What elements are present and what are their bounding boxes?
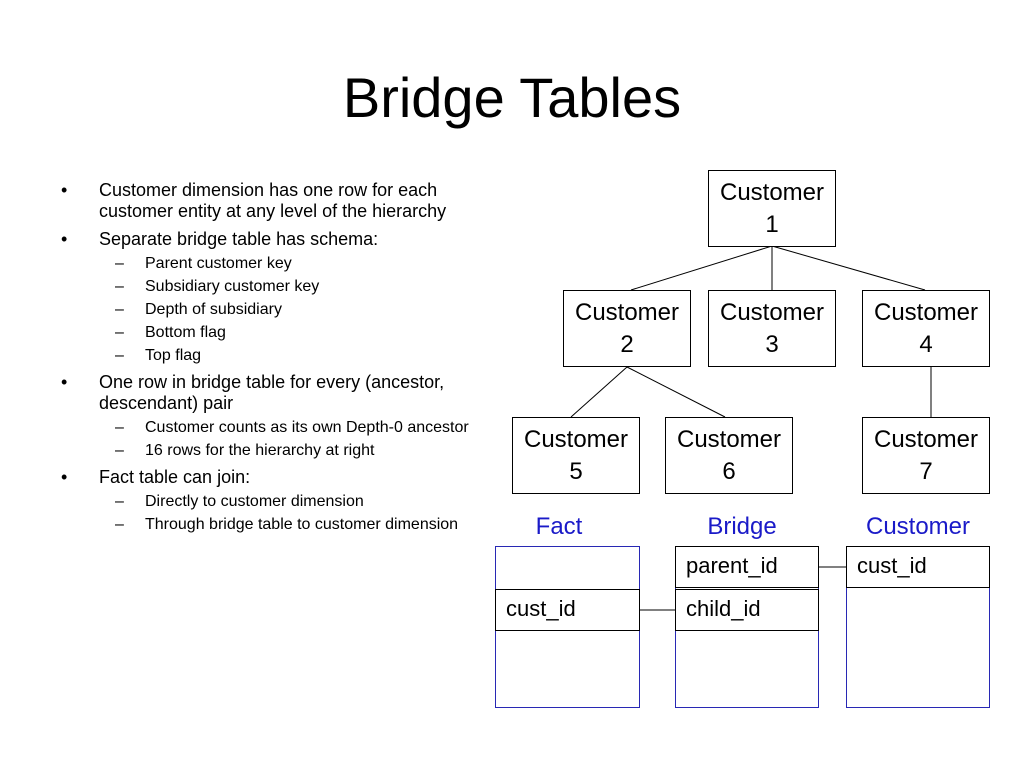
customer-table-label: Customer: [865, 513, 971, 540]
sub-bullet-text: Top flag: [145, 347, 202, 364]
sub-bullet-item: – Parent customer key: [58, 254, 478, 273]
bullet-text: One row in bridge table for every (ances…: [99, 372, 445, 413]
customer-node-1: Customer 1: [708, 170, 836, 247]
fact-table-label: Fact: [535, 513, 583, 540]
sub-bullet-item: – Through bridge table to customer dimens…: [58, 515, 478, 534]
sub-bullet-item: – Bottom flag: [58, 323, 478, 342]
sub-bullet-text: Directly to customer dimension: [145, 493, 364, 510]
edge-1-4: [771, 245, 926, 291]
sub-bullet-mark: –: [115, 493, 124, 510]
fact-table: cust_id: [495, 546, 640, 708]
sub-bullet-mark: –: [115, 347, 124, 364]
bullet-item: • Customer dimension has one row for eac…: [58, 180, 478, 222]
sub-bullet-mark: –: [115, 278, 124, 295]
sub-bullet-item: – Top flag: [58, 346, 478, 365]
slide-title: Bridge Tables: [342, 66, 682, 129]
bullet-mark: •: [61, 180, 68, 200]
bridge-parent-id-cell: parent_id: [675, 546, 819, 588]
customer-node-2: Customer 2: [563, 290, 691, 367]
customer-node-3: Customer 3: [708, 290, 836, 367]
customer-node-7: Customer 7: [862, 417, 990, 494]
bullet-item: • Separate bridge table has schema: – Par…: [58, 229, 478, 365]
node-number: 3: [765, 331, 779, 358]
sub-bullet-item: – Subsidiary customer key: [58, 277, 478, 296]
node-number: 4: [919, 331, 933, 358]
node-label: Customer: [719, 179, 825, 206]
bullet-text: Separate bridge table has schema:: [99, 229, 379, 249]
node-number: 6: [722, 458, 736, 485]
sub-bullet-item: – Customer counts as its own Depth-0 ance…: [58, 418, 478, 437]
node-number: 7: [919, 458, 933, 485]
customer-node-4: Customer 4: [862, 290, 990, 367]
sub-bullet-mark: –: [115, 255, 124, 272]
node-label: Customer: [676, 426, 782, 453]
customer-node-5: Customer 5: [512, 417, 640, 494]
bullet-text: Fact table can join:: [99, 467, 251, 487]
sub-bullet-item: – Depth of subsidiary: [58, 300, 478, 319]
sub-bullet-mark: –: [115, 516, 124, 533]
sub-bullet-text: 16 rows for the hierarchy at right: [145, 442, 375, 459]
customer-cust-id-cell: cust_id: [846, 546, 990, 588]
node-label: Customer: [719, 299, 825, 326]
bullet-mark: •: [61, 372, 68, 392]
node-number: 2: [620, 331, 634, 358]
node-number: 1: [765, 211, 779, 238]
edge-2-5: [570, 366, 628, 418]
sub-bullet-mark: –: [115, 442, 124, 459]
node-label: Customer: [574, 299, 680, 326]
edge-2-6: [626, 366, 726, 418]
edge-1-2: [630, 245, 773, 291]
sub-bullet-text: Bottom flag: [145, 324, 226, 341]
customer-table: cust_id: [846, 546, 990, 708]
bullet-text: Customer dimension has one row for each …: [99, 180, 447, 221]
bridge-table-label: Bridge: [707, 513, 777, 540]
sub-bullet-mark: –: [115, 419, 124, 436]
bridge-child-id-cell: child_id: [675, 589, 819, 631]
sub-bullet-text: Parent customer key: [145, 255, 292, 272]
sub-bullet-mark: –: [115, 324, 124, 341]
sub-bullet-mark: –: [115, 301, 124, 318]
node-label: Customer: [873, 426, 979, 453]
bullet-mark: •: [61, 467, 68, 487]
sub-bullet-text: Through bridge table to customer dimensi…: [145, 516, 459, 533]
sub-bullet-text: Subsidiary customer key: [145, 278, 320, 295]
node-label: Customer: [523, 426, 629, 453]
fact-cust-id-cell: cust_id: [495, 589, 640, 631]
bullet-list: • Customer dimension has one row for eac…: [58, 180, 478, 541]
node-number: 5: [569, 458, 583, 485]
sub-bullet-item: – 16 rows for the hierarchy at right: [58, 441, 478, 460]
sub-bullet-text: Customer counts as its own Depth-0 ances…: [145, 419, 469, 436]
sub-bullet-item: – Directly to customer dimension: [58, 492, 478, 511]
bullet-item: • One row in bridge table for every (anc…: [58, 372, 478, 460]
node-label: Customer: [873, 299, 979, 326]
sub-bullet-text: Depth of subsidiary: [145, 301, 282, 318]
bullet-mark: •: [61, 229, 68, 249]
customer-node-6: Customer 6: [665, 417, 793, 494]
bullet-item: • Fact table can join: – Directly to cust…: [58, 467, 478, 534]
bridge-table: parent_id child_id: [675, 546, 819, 708]
